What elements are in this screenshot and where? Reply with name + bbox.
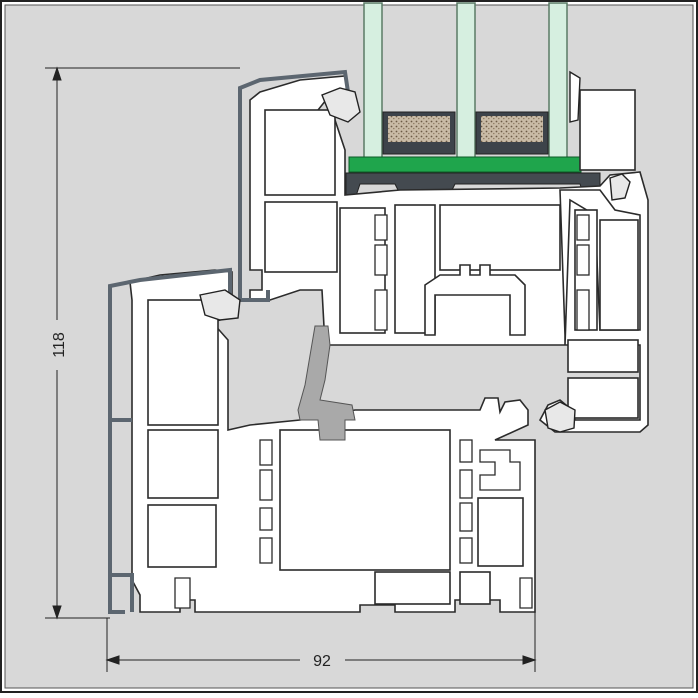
dimension-height (45, 66, 240, 620)
sash-slots (374, 214, 590, 331)
arrow-up-icon (52, 66, 62, 81)
glazing-block (348, 156, 582, 173)
glass-pane-outer (363, 2, 383, 159)
glass-pane-inner (548, 2, 568, 159)
frame-slots (174, 439, 533, 609)
steel-reinforcement (297, 325, 356, 441)
frame-profile (129, 269, 536, 613)
desiccant-2 (481, 116, 543, 142)
arrow-right-icon (522, 655, 537, 665)
desiccant-1 (388, 116, 450, 142)
dimension-width (105, 612, 537, 672)
arrow-down-icon (52, 605, 62, 620)
height-dimension-label: 118 (51, 332, 68, 358)
gaskets (199, 70, 631, 433)
triple-glazing (345, 2, 601, 197)
width-dimension-label: 92 (313, 653, 331, 670)
aluminium-cover-sash (238, 69, 350, 302)
glass-pane-middle (456, 2, 476, 159)
arrow-left-icon (105, 655, 120, 665)
aluminium-cover-frame (108, 267, 232, 614)
